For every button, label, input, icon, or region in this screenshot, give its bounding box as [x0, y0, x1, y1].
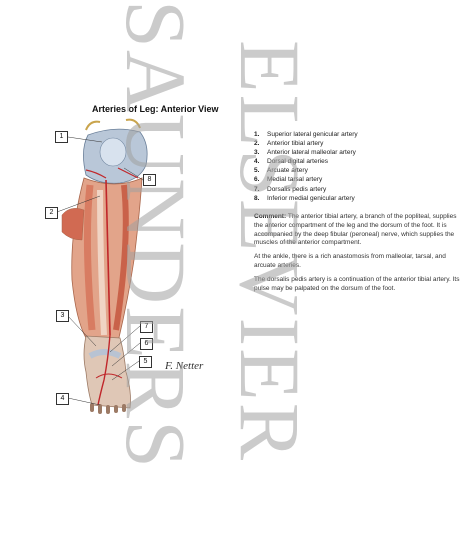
callout-6: 6 — [140, 338, 153, 350]
legend-item: 3.Anterior lateral malleolar artery — [254, 149, 356, 157]
knee — [83, 118, 148, 184]
page-title: Arteries of Leg: Anterior View — [92, 104, 219, 114]
legend-list: 1.Superior lateral genicular artery 2.An… — [254, 130, 464, 203]
callout-4: 4 — [56, 393, 69, 405]
leg — [61, 167, 143, 343]
legend-item: 7.Dorsalis pedis artery — [254, 185, 327, 193]
comment-paragraph-2: At the ankle, there is a rich anastomosi… — [254, 253, 446, 269]
callout-3: 3 — [56, 310, 69, 322]
ankle-foot — [83, 334, 131, 414]
callout-5: 5 — [139, 356, 152, 368]
comment-block: Comment: The anterior tibial artery, a b… — [254, 213, 464, 298]
artist-signature: F. Netter — [165, 360, 204, 372]
callout-2: 2 — [45, 207, 58, 219]
legend-item: 8.Inferior medial genicular artery — [254, 194, 355, 202]
legend-item: 6.Medial tarsal artery — [254, 176, 323, 184]
legend-item: 5.Arcuate artery — [254, 167, 308, 175]
comment-paragraph-1: Comment: The anterior tibial artery, a b… — [254, 213, 457, 247]
legend-item: 2.Anterior tibial artery — [254, 140, 324, 148]
legend-item: 4.Dorsal digital arteries — [254, 158, 329, 166]
comment-paragraph-3: The dorsalis pedis artery is a continuat… — [254, 275, 460, 292]
legend-item: 1.Superior lateral genicular artery — [254, 131, 358, 138]
callout-7: 7 — [140, 321, 153, 333]
callout-leaders — [56, 136, 144, 406]
comment-lead: Comment: — [254, 213, 287, 220]
callout-8: 8 — [143, 174, 156, 186]
callout-1: 1 — [55, 131, 68, 143]
